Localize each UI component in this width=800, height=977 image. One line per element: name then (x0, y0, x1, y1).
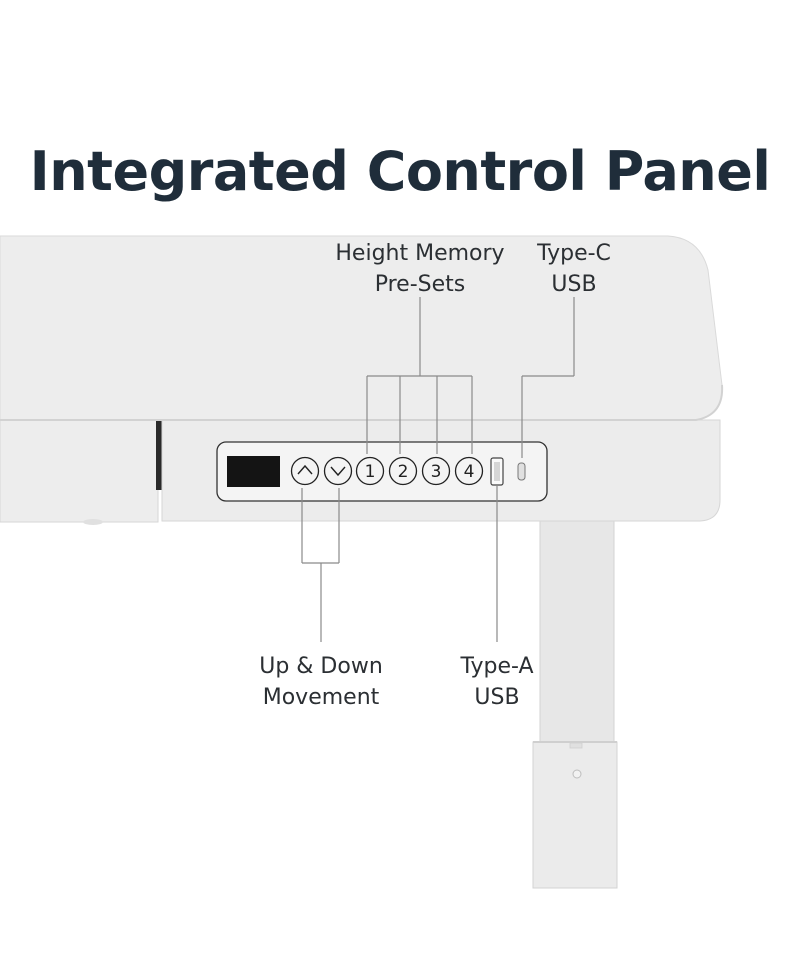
label-line: USB (474, 685, 520, 710)
label-line: Type-A (460, 654, 534, 679)
preset-button-1[interactable]: 1 (355, 456, 385, 486)
label-line: USB (551, 272, 597, 297)
label-line: Movement (262, 685, 380, 710)
label-height-memory-presets: Height Memory Pre-Sets (335, 238, 505, 300)
label-line: Height Memory (335, 241, 505, 266)
usb-a-port-icon (490, 457, 504, 486)
preset-button-label: 4 (464, 462, 475, 482)
preset-button-2[interactable]: 2 (388, 456, 418, 486)
preset-button-4[interactable]: 4 (454, 456, 484, 486)
label-type-a-usb: Type-A USB (447, 651, 547, 713)
label-line: Type-C (537, 241, 611, 266)
height-display (227, 456, 280, 487)
label-type-c-usb: Type-C USB (524, 238, 624, 300)
preset-button-label: 1 (365, 462, 376, 482)
desk-drawer (0, 419, 159, 523)
label-line: Up & Down (259, 654, 383, 679)
preset-button-3[interactable]: 3 (421, 456, 451, 486)
usb-c-port-icon (517, 462, 526, 481)
desk-leg-lower (532, 741, 618, 889)
label-up-down-movement: Up & Down Movement (246, 651, 396, 713)
down-button[interactable] (323, 456, 353, 486)
preset-button-label: 3 (431, 462, 442, 482)
control-panel (216, 441, 548, 502)
up-button[interactable] (290, 456, 320, 486)
leader-lines (301, 297, 575, 642)
preset-button-label: 2 (398, 462, 409, 482)
chevron-up-icon (297, 464, 313, 475)
chevron-down-icon (330, 466, 346, 477)
desk-leg-upper (539, 519, 615, 743)
leg-screw (572, 769, 582, 779)
label-line: Pre-Sets (374, 272, 466, 297)
page-title: Integrated Control Panel (29, 140, 771, 203)
